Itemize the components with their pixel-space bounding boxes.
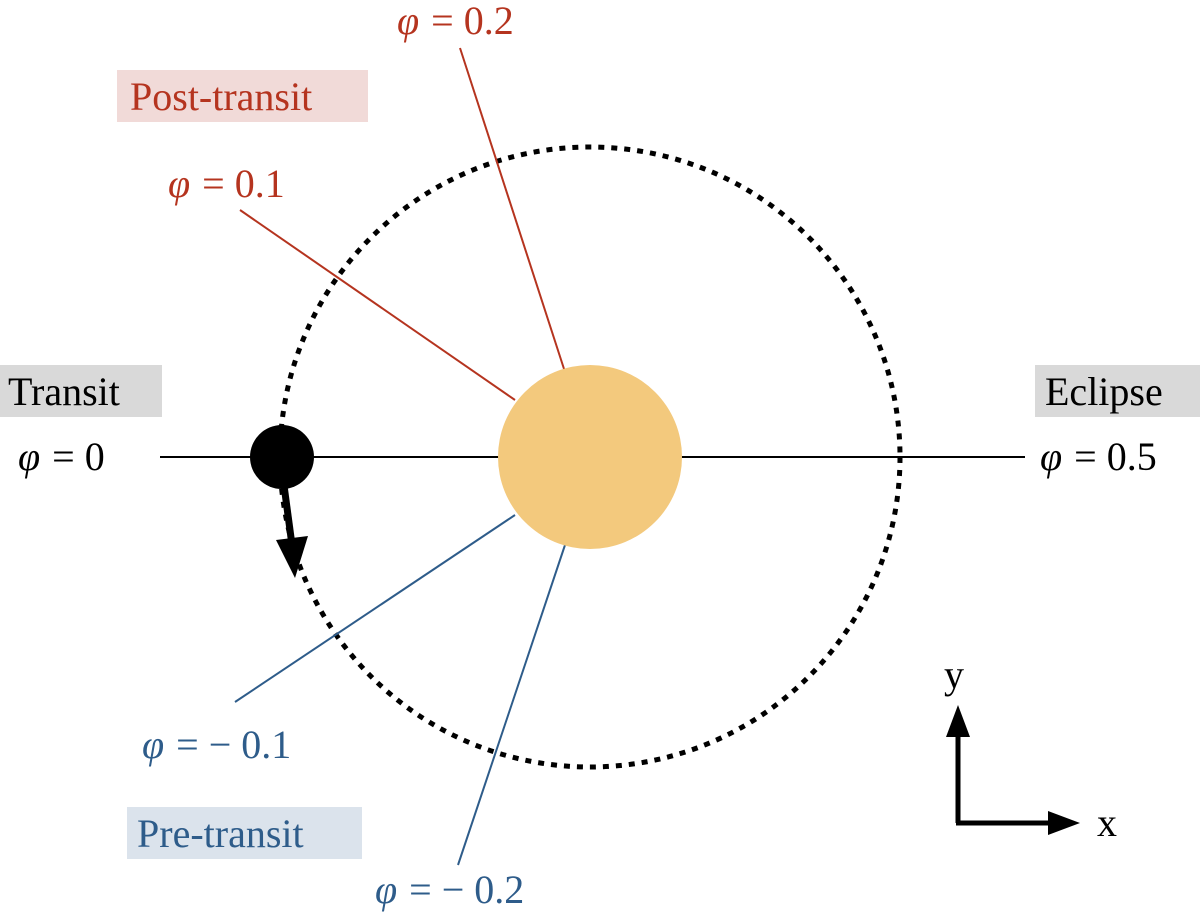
- orbit-path: [277, 144, 903, 770]
- eclipse-label: Eclipse: [1045, 369, 1163, 414]
- axis-label-x: x: [1097, 800, 1117, 845]
- phase-label-0.5: φ= 0.5: [1040, 434, 1157, 479]
- post-transit-label: Post-transit: [130, 74, 312, 119]
- phase-line-minus-0.1: [234, 514, 516, 703]
- phase-line-minus-0.2: [457, 544, 566, 866]
- pre-transit-label: Pre-transit: [137, 811, 304, 856]
- phase-line-0.1: [239, 209, 516, 401]
- phase-label-minus-0.2: φ= − 0.2: [375, 867, 524, 912]
- transit-box: [0, 365, 162, 417]
- motion-arrow-shaft: [279, 477, 296, 546]
- phase-label-0: φ= 0: [18, 434, 105, 479]
- phase-label-0.1: φ= 0.1: [168, 161, 285, 206]
- transit-label: Transit: [8, 369, 120, 414]
- post-transit-box: [117, 70, 368, 122]
- pre-transit-box: [127, 807, 362, 859]
- axis-label-y: y: [944, 652, 964, 697]
- eclipse-box: [1035, 365, 1200, 417]
- axis-indicator-x-head: [1048, 811, 1080, 835]
- phase-line-0.2: [459, 47, 566, 373]
- star: [498, 365, 682, 549]
- planet: [250, 425, 314, 489]
- phase-label-0.2: φ= 0.2: [397, 0, 514, 43]
- axis-indicator-y-head: [946, 705, 970, 737]
- phase-label-minus-0.1: φ= − 0.1: [142, 722, 291, 767]
- motion-arrow-head: [276, 536, 308, 578]
